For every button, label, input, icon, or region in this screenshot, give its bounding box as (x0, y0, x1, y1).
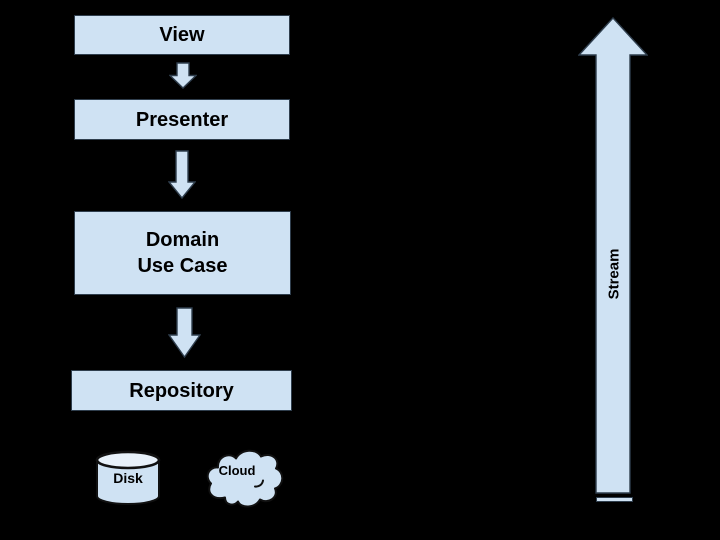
repository-layer-box: Repository (71, 370, 292, 411)
presenter-layer-box: Presenter (74, 99, 290, 140)
cloud-label: Cloud (218, 463, 256, 478)
down-arrow-icon (168, 150, 196, 199)
domain-use-case-label: Domain Use Case (137, 229, 228, 277)
cloud-icon (206, 449, 284, 508)
repository-layer-label: Repository (129, 379, 234, 402)
stream-label: Stream (605, 248, 623, 300)
domain-use-case-box: Domain Use Case (74, 211, 291, 295)
presenter-layer-label: Presenter (135, 108, 229, 131)
stream-base-bar (596, 497, 633, 502)
view-layer-box: View (74, 15, 290, 55)
disk-label: Disk (113, 470, 143, 486)
down-arrow-icon (168, 307, 201, 358)
down-arrow-icon (169, 62, 197, 89)
view-layer-label: View (159, 24, 205, 46)
disk-cylinder-icon (95, 450, 161, 505)
stream-up-arrow (578, 17, 648, 494)
